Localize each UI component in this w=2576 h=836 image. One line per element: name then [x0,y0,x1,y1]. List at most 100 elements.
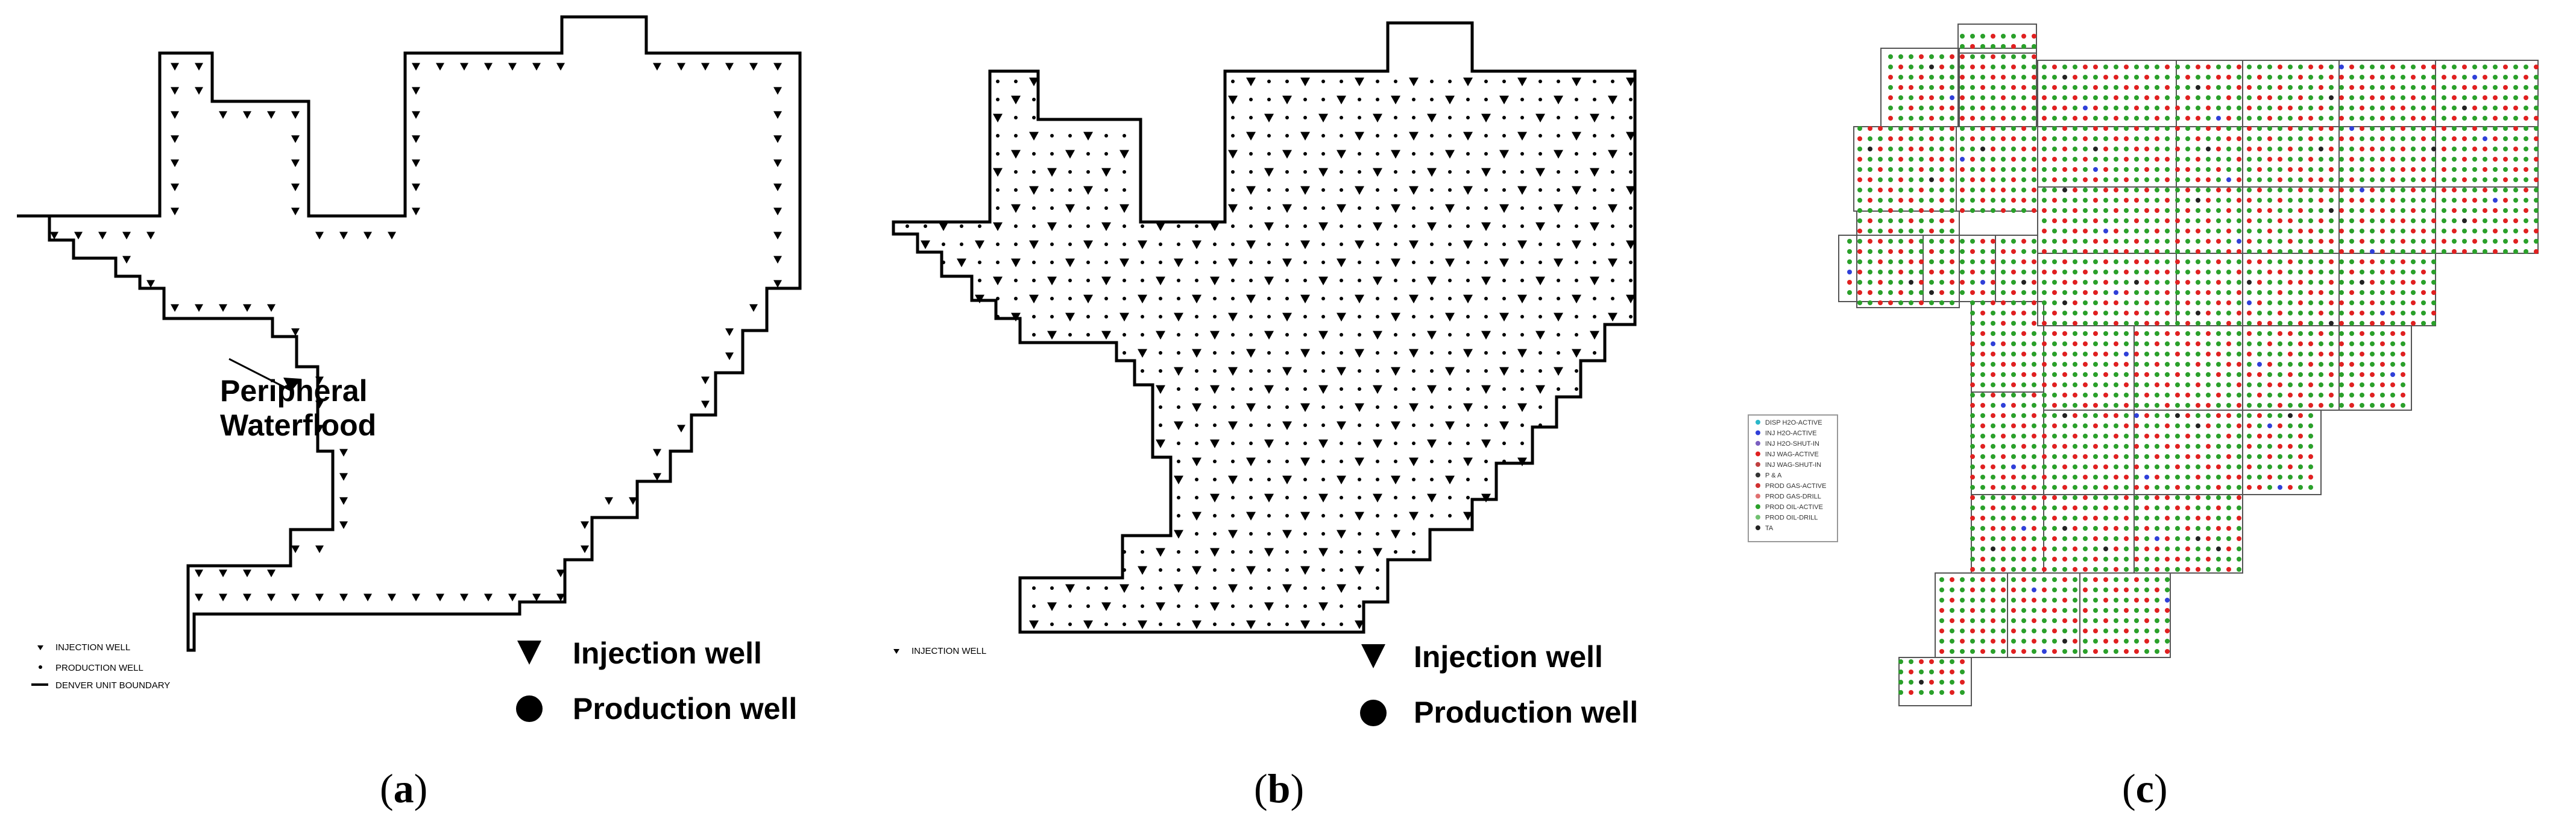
production-well-marker [1159,369,1162,373]
well-marker [2216,485,2221,490]
injection-well-marker [1228,150,1238,159]
well-marker [2411,136,2416,141]
production-well-marker [1231,460,1235,463]
well-marker [2175,85,2180,90]
well-marker [2032,106,2036,110]
well-marker [2278,95,2282,100]
well-marker [2237,444,2241,449]
injection-well-marker [291,594,300,601]
well-marker [2380,382,2385,387]
injection-well-marker [1138,566,1147,575]
well-marker [2308,311,2313,315]
well-marker [2431,280,2436,285]
well-marker [2308,290,2313,295]
small-legend-injection-b: INJECTION WELL [912,646,986,656]
well-marker [2114,577,2118,582]
well-marker [2298,475,2303,480]
injection-well-marker [1535,168,1545,177]
well-marker [2349,95,2354,100]
well-marker [2083,341,2088,346]
well-marker [2032,598,2036,603]
well-marker [1970,434,1975,439]
injection-well-marker [1572,131,1581,141]
well-marker [1888,270,1893,274]
well-marker [2216,454,2221,459]
well-marker [1960,618,1965,623]
production-well-marker [1303,496,1307,499]
production-well-marker [1412,442,1416,445]
well-marker [2124,403,2129,408]
well-marker [2021,167,2026,172]
well-marker [2124,352,2129,356]
well-marker [1898,249,1903,254]
production-well-marker [1123,188,1126,192]
well-marker [2237,485,2241,490]
well-marker [2237,85,2241,90]
legend-symbol [1756,451,1760,457]
well-marker [1929,659,1934,664]
well-marker [2278,167,2282,172]
well-marker [2144,188,2149,192]
well-marker [2093,598,2098,603]
injection-well-marker [773,183,782,191]
well-marker [2370,95,2375,100]
well-marker [2011,639,2016,644]
well-marker [2073,188,2077,192]
well-marker [2001,557,2006,562]
well-marker [2062,618,2067,623]
well-marker [2339,270,2344,274]
well-marker [2370,116,2375,121]
well-marker [2144,311,2149,315]
well-marker [1991,249,1995,254]
well-marker [2052,629,2057,633]
well-marker [2298,147,2303,151]
injection-well-marker [653,449,661,457]
well-marker [2093,557,2098,562]
well-marker [1868,280,1872,285]
well-marker [2390,239,2395,244]
well-marker [2144,85,2149,90]
injection-well-marker [1282,204,1292,213]
well-marker [2319,75,2323,80]
well-marker [2073,300,2077,305]
production-well-marker [1104,586,1108,590]
section-cell [2079,572,2171,658]
well-marker [2319,198,2323,203]
well-marker [2155,259,2159,264]
well-marker [1970,505,1975,510]
well-marker [2185,198,2190,203]
well-marker [1991,629,1995,633]
well-marker [2401,239,2405,244]
well-marker [2093,270,2098,274]
well-marker [2431,167,2436,172]
well-marker [2021,54,2026,59]
injection-well-marker [1246,294,1256,303]
well-marker [1929,270,1934,274]
production-well-marker [1466,315,1470,318]
well-marker [1970,341,1975,346]
well-marker [2329,218,2334,223]
well-marker [2288,331,2293,336]
well-marker [1847,259,1852,264]
injection-well-marker [1554,95,1563,104]
well-marker [2103,331,2108,336]
well-marker [2298,198,2303,203]
well-marker [2052,85,2057,90]
injection-well-marker [1355,566,1364,575]
production-well-marker [1358,98,1361,101]
well-marker [2534,157,2539,162]
well-marker [2524,65,2528,69]
well-marker [2165,393,2170,397]
well-marker [1991,188,1995,192]
well-marker [2052,444,2057,449]
well-marker [2011,341,2016,346]
well-marker [2042,311,2047,315]
well-marker [2052,577,2057,582]
well-marker [2124,331,2129,336]
injection-well-marker [1282,530,1292,539]
production-well-marker [1267,134,1271,138]
well-marker [2155,136,2159,141]
production-well-marker [1177,405,1180,409]
well-marker [2052,362,2057,367]
well-marker [2493,136,2498,141]
